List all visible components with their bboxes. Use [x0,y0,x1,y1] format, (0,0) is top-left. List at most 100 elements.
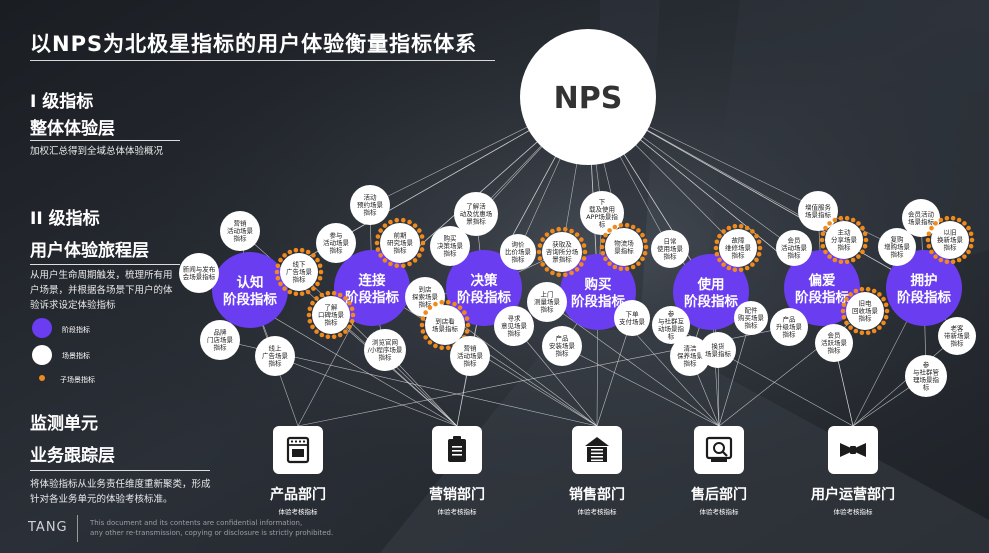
subscene-dot [464,329,470,334]
legend-stage-dot [32,318,52,338]
subscene-dot [823,249,828,255]
subscene-dot [938,217,944,223]
subscene-dot [579,237,584,242]
scene-label-c1: 动及优惠场 [460,209,493,218]
subscene-dot [871,328,877,334]
scene-label-c6: 询价 [512,240,526,249]
scene-label-b3: 研究场景 [387,238,414,247]
stage-node-s3 [446,250,522,326]
scene-label-b3: 前期 [394,231,408,240]
level1-description: 加权汇总得到全域总体体验概况 [30,146,164,157]
scene-label-g3: 指标 [944,243,958,252]
scene-node-d5 [614,300,650,336]
scene-node-b4 [312,296,350,334]
scene-label-c5: 营销 [464,344,478,353]
stage-subtitle-s6: 阶段指标 [795,289,849,306]
scene-label-e1: 指标 [664,252,678,261]
scene-label-g4: 带新场景 [944,331,971,340]
subscene-dot [315,257,320,263]
scene-label-c4: 场景指标 [432,324,459,333]
subscene-dot [420,316,426,321]
subscene-dot [274,269,280,275]
subscene-dot [278,257,283,263]
department-sub-p2: 体验考核指标 [438,507,478,516]
scene-label-c3: 指标 [419,300,433,309]
scene-label-a1: 指标 [234,234,248,243]
stage-node-s7 [886,250,962,326]
subscene-dot [832,217,838,223]
subscene-dot [306,312,312,318]
subscene-dot [862,231,868,237]
subscene-dot [832,257,838,263]
subscene-dot [375,247,381,252]
department-tile-p4[interactable] [694,426,744,474]
subscene-dot [275,275,281,281]
subscene-dot [420,240,426,246]
scene-label-f4: 升级场景 [776,322,803,331]
subscene-dot [400,217,406,223]
subscene-dot [636,228,641,233]
subscene-dot [881,296,886,302]
scene-node-c8 [542,232,582,272]
scene-label-e2: 指标 [732,251,746,260]
subscene-dot [343,329,348,334]
footer-line-2: any other re-transmission, copying or di… [90,529,334,537]
subscene-dot [556,226,562,232]
nps-label: NPS [554,81,623,116]
subscene-dot [640,256,645,262]
scene-label-e5: 换货 [712,341,726,350]
subscene-dot [844,259,850,265]
oven-icon [286,436,310,464]
subscene-dot [417,228,422,233]
scene-label-c4: 到店看 [435,316,455,325]
scene-label-f5: 回收场景 [852,306,879,315]
scene-label-a4: 指标 [214,343,228,352]
subscene-dot [820,243,826,249]
scene-label-c2: 购买 [444,234,458,243]
subscene-dot [433,301,438,307]
subscene-dot [856,221,861,226]
subscene-dot [347,324,352,330]
subscene-dot [966,249,971,255]
subscene-dot [956,257,962,263]
subscene-dot [574,232,580,237]
legend-scene-dot [32,345,52,365]
subscene-dot [929,249,934,255]
scene-label-g2: 复购 [891,235,905,244]
scene-node-a4 [200,320,240,360]
level1-rule [30,140,180,141]
subscene-dot [317,275,323,281]
subscene-dot [969,237,975,243]
stage-node-s6 [784,250,860,326]
subscene-dot [382,223,388,228]
legend-subscene-label: 子场景指标 [60,376,95,384]
subscene-dot [823,225,828,231]
nps-node [520,29,656,165]
scene-node-c5 [450,336,490,376]
scene-label-g1: 场景指标 [908,217,935,226]
subscene-dot [394,263,400,269]
subscene-dot [544,232,550,237]
subscene-dot [850,257,856,263]
subscene-dot [838,259,844,265]
legend-scene-label: 场景指标 [62,352,90,360]
stage-node-s5 [673,254,749,330]
subscene-dot [537,256,543,261]
scene-label-c3: 到店 [419,285,433,294]
scene-label-d4: 指标 [556,349,570,358]
scene-label-d5: 支付场景 [619,317,646,326]
subscene-dot [726,265,732,271]
legend-subscene-dot [39,375,45,381]
scene-label-b1: 活动 [364,193,378,202]
subscene-dot [956,217,962,223]
subscene-dot [569,228,574,234]
scene-label-b2: 活动场景 [323,238,350,247]
store-icon [585,437,609,446]
stage-subtitle-s5: 阶段指标 [684,293,738,310]
subscene-dot [841,314,847,320]
scene-node-d2 [605,228,643,266]
subscene-dot [754,257,759,263]
subscene-dot [317,263,323,269]
department-sub-p3: 体验考核指标 [578,507,618,516]
subscene-dot [726,225,732,231]
